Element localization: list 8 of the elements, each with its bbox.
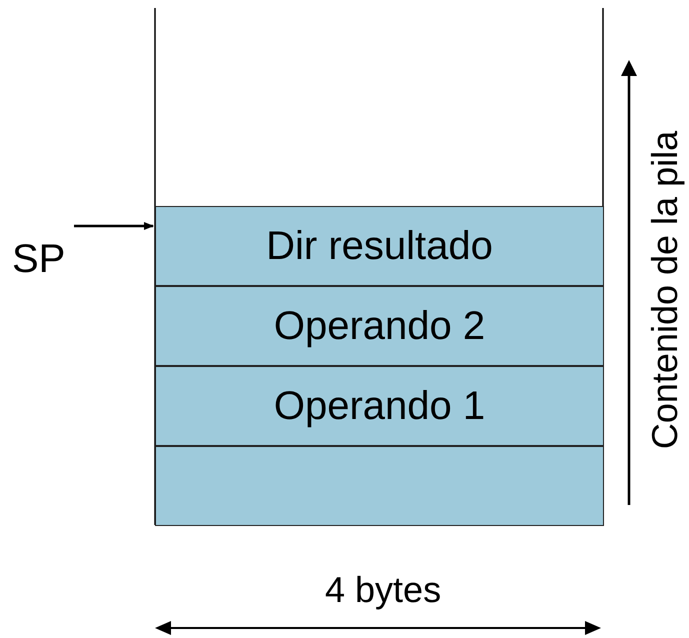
arrow [74,222,154,230]
stack-slot: Dir resultado [155,206,604,286]
stack-slot: Operando 2 [155,286,604,366]
stack-slot: Operando 1 [155,366,604,446]
axis-label: Contenido de la pila [644,130,686,450]
empty-stack-slot [155,446,604,526]
pointer-label: SP [12,222,74,282]
dimension-label: 4 bytes [325,569,442,611]
